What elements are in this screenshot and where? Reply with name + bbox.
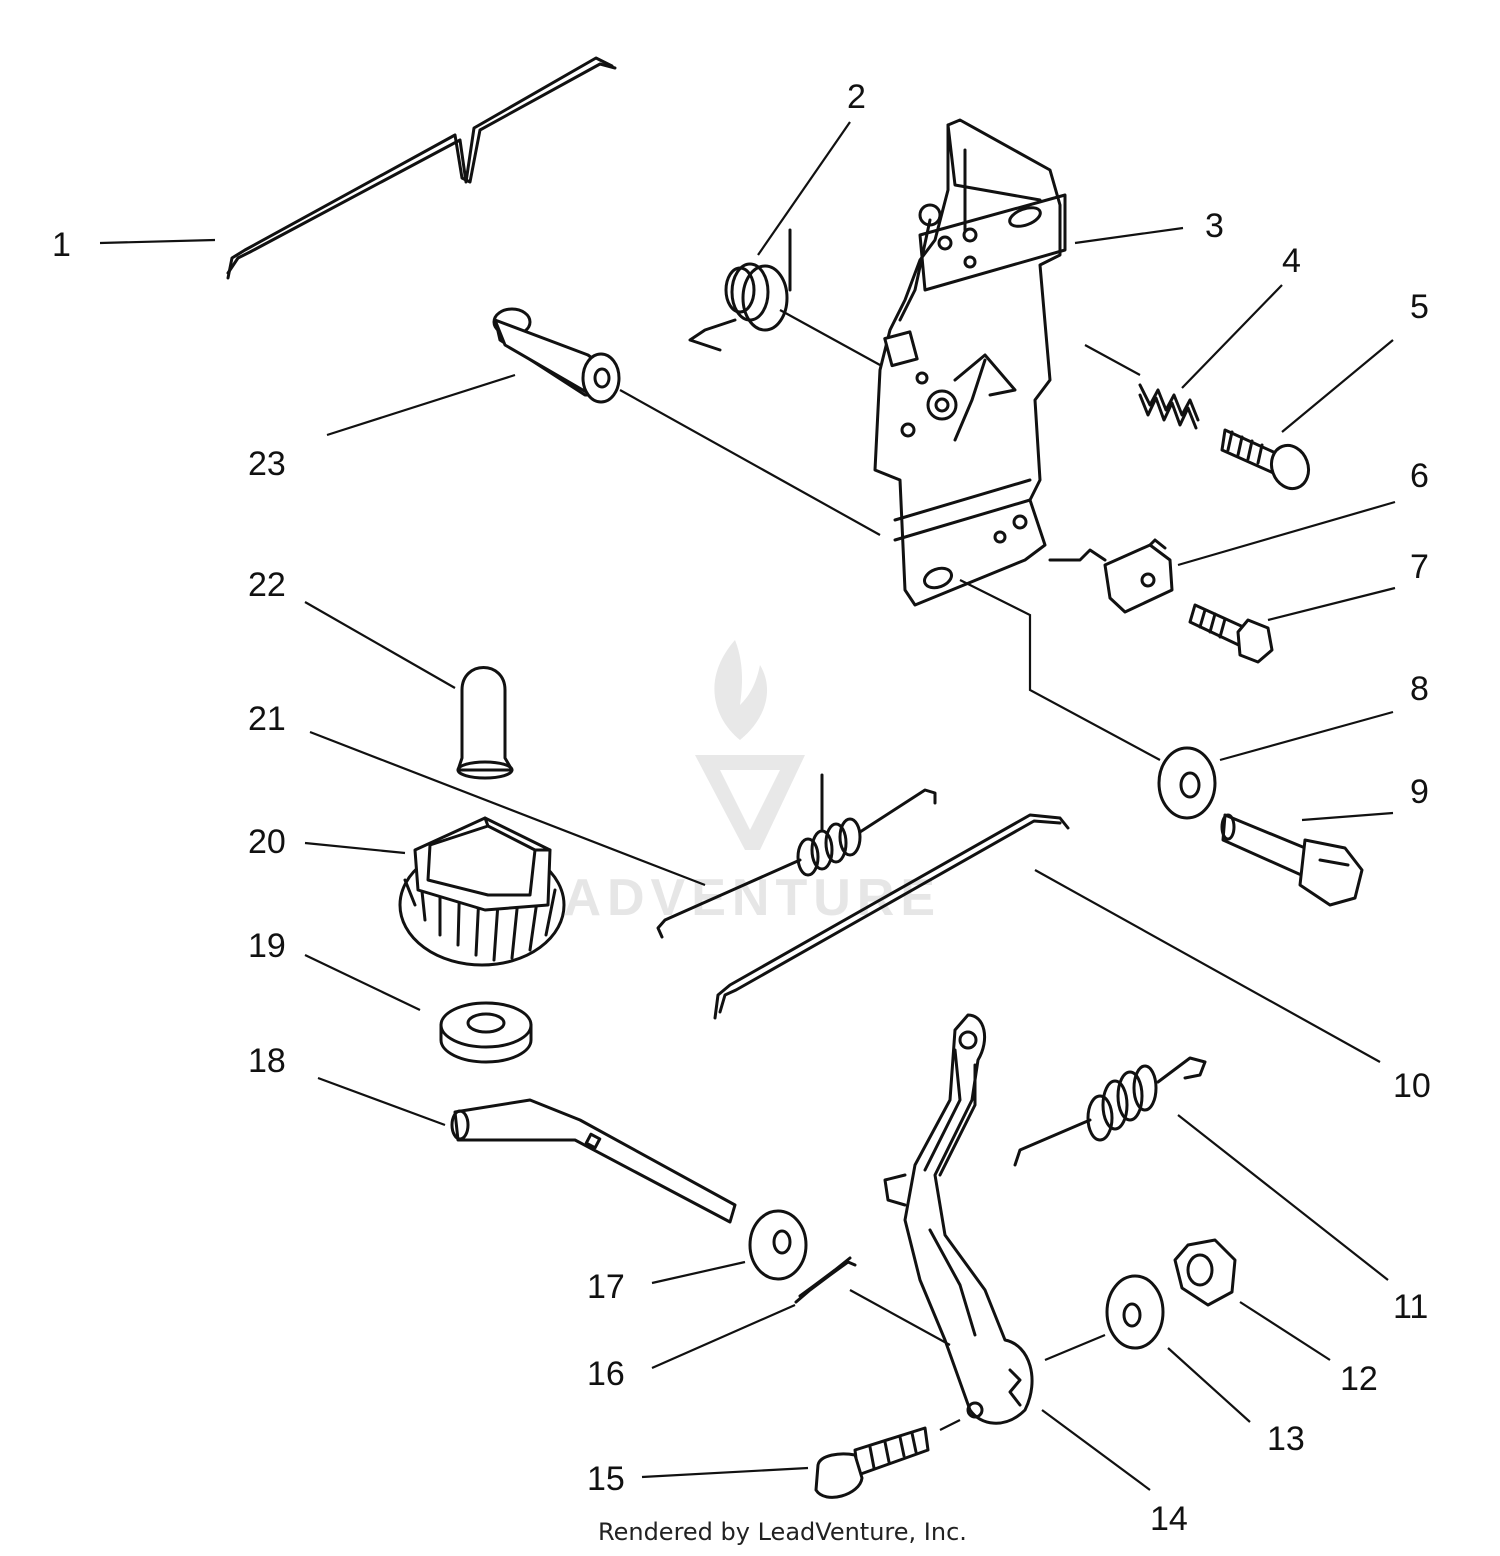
leader-lines xyxy=(99,121,1396,1491)
callout-20: 20 xyxy=(248,823,286,861)
callout-18: 18 xyxy=(248,1042,286,1080)
leader-12 xyxy=(1239,1301,1331,1361)
leader-22 xyxy=(304,601,456,689)
part-13-washer xyxy=(1105,1274,1165,1350)
assembly-lines xyxy=(619,309,1161,1431)
leader-17 xyxy=(651,1260,746,1285)
leader-1 xyxy=(99,238,216,245)
part-16-cotter-pin xyxy=(794,1256,857,1304)
callout-14: 14 xyxy=(1150,1500,1188,1538)
callout-7: 7 xyxy=(1410,548,1429,586)
callout-2: 2 xyxy=(847,78,866,116)
callout-11: 11 xyxy=(1393,1288,1428,1326)
part-4-spring xyxy=(1138,383,1200,430)
part-21-spring-rod xyxy=(656,773,937,939)
leader-19 xyxy=(304,954,421,1011)
callout-13: 13 xyxy=(1267,1420,1305,1458)
part-11-spring xyxy=(1013,1056,1207,1167)
callout-5: 5 xyxy=(1410,288,1429,326)
watermark-logo xyxy=(695,640,805,850)
callout-3: 3 xyxy=(1205,207,1224,245)
callout-17: 17 xyxy=(587,1268,625,1306)
part-18-governor-shaft xyxy=(450,1098,737,1224)
part-12-nut xyxy=(1173,1238,1237,1307)
callout-21: 21 xyxy=(248,700,286,738)
callout-6: 6 xyxy=(1410,457,1429,495)
part-6-clip xyxy=(1048,538,1174,614)
callout-8: 8 xyxy=(1410,670,1429,708)
part-22-sleeve xyxy=(456,666,514,780)
leader-7 xyxy=(1267,586,1396,622)
leader-13 xyxy=(1167,1347,1251,1423)
callout-labels: 1 2 3 4 5 6 7 8 9 10 11 12 13 14 15 16 1… xyxy=(52,78,1431,1538)
callout-15: 15 xyxy=(587,1460,625,1498)
leader-9 xyxy=(1301,811,1394,822)
leader-10 xyxy=(1034,869,1381,1063)
callout-1: 1 xyxy=(52,226,71,264)
part-9-bolt xyxy=(1220,813,1364,907)
leader-3 xyxy=(1074,226,1184,245)
part-7-bolt xyxy=(1188,603,1274,664)
part-10-link-rod xyxy=(713,813,1070,1020)
part-14-governor-lever xyxy=(883,1013,1034,1425)
callout-23: 23 xyxy=(248,445,286,483)
callout-22: 22 xyxy=(248,566,286,604)
part-1-throttle-link xyxy=(226,56,617,280)
leader-4 xyxy=(1181,284,1283,389)
leader-6 xyxy=(1177,500,1396,567)
callout-16: 16 xyxy=(587,1355,625,1393)
part-19-washer xyxy=(439,1001,533,1064)
part-2-spring xyxy=(688,228,792,352)
part-17-washer xyxy=(748,1209,808,1281)
part-20-governor-gear xyxy=(398,816,566,967)
leader-14 xyxy=(1041,1409,1151,1491)
leader-8 xyxy=(1219,710,1394,762)
leader-18 xyxy=(317,1076,446,1127)
leader-21 xyxy=(309,730,706,887)
callout-10: 10 xyxy=(1393,1067,1431,1105)
leader-11 xyxy=(1177,1114,1389,1281)
leader-16 xyxy=(651,1303,796,1370)
render-credit: Rendered by LeadVenture, Inc. xyxy=(598,1518,967,1546)
part-8-washer xyxy=(1157,746,1217,820)
part-15-carriage-bolt xyxy=(814,1426,930,1499)
callout-19: 19 xyxy=(248,927,286,965)
callout-9: 9 xyxy=(1410,773,1429,811)
part-23-spacer xyxy=(492,307,621,404)
callout-12: 12 xyxy=(1340,1360,1378,1398)
leader-2 xyxy=(757,121,851,256)
leader-5 xyxy=(1281,339,1394,433)
part-3-control-bracket xyxy=(873,118,1067,607)
leader-23 xyxy=(326,373,516,437)
leader-20 xyxy=(304,841,406,855)
callout-4: 4 xyxy=(1282,242,1301,280)
part-5-screw xyxy=(1220,428,1311,491)
leader-15 xyxy=(641,1466,809,1479)
